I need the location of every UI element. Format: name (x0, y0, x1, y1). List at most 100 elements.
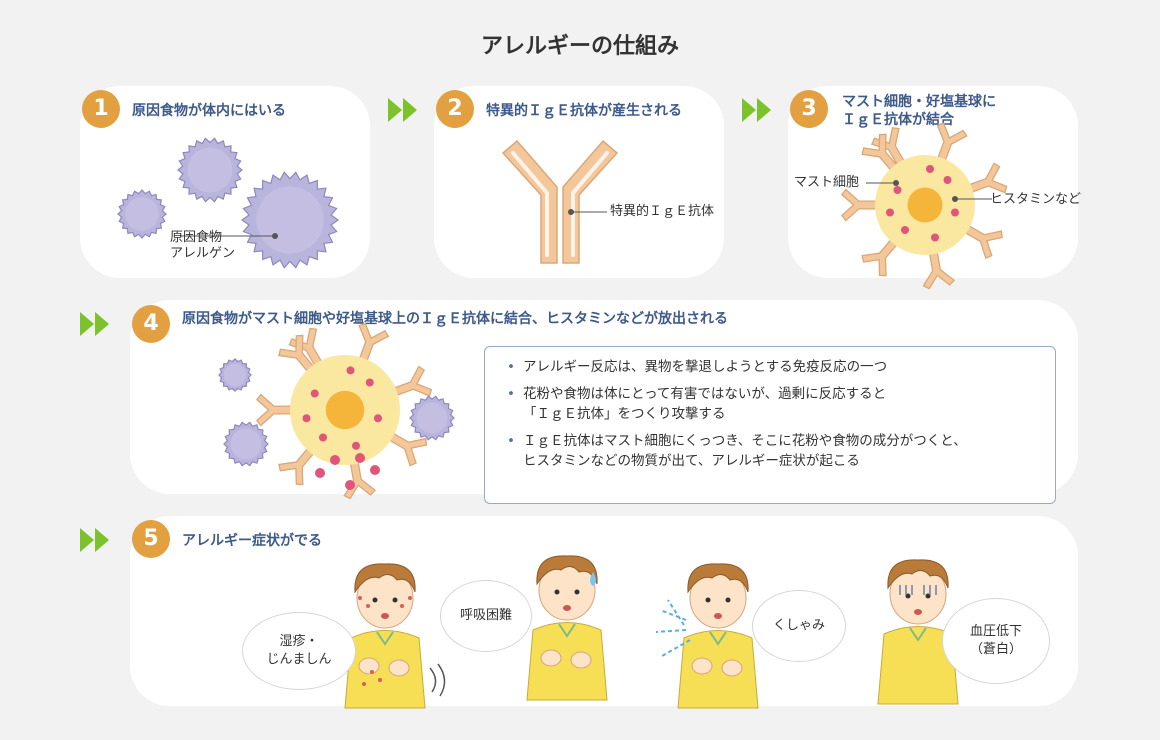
allergen-label-line1: 原因食物 (170, 230, 223, 245)
antibody-mark (256, 393, 293, 427)
histamine-dot (893, 186, 902, 194)
histamine-dot (315, 468, 325, 478)
histamine-dot (365, 378, 374, 387)
antibody-mark (841, 188, 878, 222)
histamine-dot (951, 208, 959, 217)
histamine-dot (931, 233, 939, 242)
step5-badge: 5 (132, 520, 170, 558)
antibody-mark (392, 365, 433, 397)
child-figures (344, 555, 959, 709)
symptom-label: じんましん (266, 652, 332, 667)
hair (687, 563, 749, 594)
hand (570, 651, 592, 669)
info-bullet-text: ヒスタミンなどの物質が出て、アレルギー症状が起こる (523, 453, 860, 469)
arrow-icon-2 (742, 98, 771, 122)
histamine-dot (901, 226, 909, 234)
child-figure (677, 563, 759, 709)
antibody-shape (278, 334, 315, 373)
histamine-dot (943, 176, 952, 184)
cell-nucleus (907, 187, 943, 223)
symptom-bubble-breathing: 呼吸困難 (440, 580, 532, 652)
antibody-shape (861, 133, 899, 172)
rash-dot (378, 678, 382, 682)
collar (376, 631, 394, 646)
symptom-label: 血圧低下 (969, 624, 1022, 639)
antibody-label: 特異的ＩｇＥ抗体 (610, 204, 715, 219)
histamine-label: ヒスタミンなど (990, 192, 1082, 207)
mast-cell-with-allergens (218, 322, 455, 500)
antibody-shape (278, 447, 315, 486)
eye (392, 597, 398, 603)
histamine-dot (370, 465, 380, 475)
bullet-dot: • (507, 386, 515, 402)
allergen-highlight (125, 197, 159, 231)
child-figure (344, 563, 426, 709)
step1-title: 原因食物が体内にはいる (132, 103, 286, 119)
antibody-mark (278, 447, 315, 486)
eye (725, 597, 731, 603)
antibody-mark (278, 334, 315, 373)
symptom-label: （蒼白） (969, 642, 1022, 657)
page-title: アレルギーの仕組み (480, 34, 679, 59)
histamine-pointer (952, 196, 992, 202)
histamine-dot (330, 455, 340, 465)
antibody-mark (936, 122, 968, 163)
antibody-shape (256, 393, 293, 427)
hand (721, 659, 743, 677)
hair (536, 555, 598, 586)
arrow-icon-1 (388, 98, 417, 122)
histamine-dot (886, 208, 894, 217)
mast-cell-illustration (841, 122, 1008, 290)
symptom-bubble-sneeze: くしゃみ (752, 590, 846, 662)
antibody-mark (963, 224, 1003, 259)
mouth (914, 609, 922, 615)
antibody-shape (392, 365, 433, 397)
rash-dot (400, 604, 404, 608)
info-bullet: • 花粉や食物は体にとって有害ではないが、過剰に反応すると 「ＩｇＥ抗体」をつく… (503, 384, 1041, 424)
allergen-highlight (416, 402, 448, 434)
antibody-mark (861, 238, 899, 277)
antibody-mark (388, 432, 428, 467)
info-bullet: • アレルギー反応は、異物を撃退しようとする免疫反応の一つ (503, 357, 1041, 377)
info-box: • アレルギー反応は、異物を撃退しようとする免疫反応の一つ • 花粉や食物は体に… (484, 346, 1056, 504)
mouth (381, 613, 389, 619)
step5-title: アレルギー症状がでる (182, 533, 322, 549)
antibody-mark (967, 162, 1008, 194)
sneeze-spray (661, 639, 691, 657)
motion-mark (429, 667, 437, 693)
histamine-dot (345, 480, 355, 490)
step3-title-line2: ＩｇＥ抗体が結合 (842, 112, 954, 128)
bullet-dot: • (507, 359, 515, 375)
hair (887, 559, 949, 590)
rash-dot (366, 604, 370, 608)
shirt (344, 630, 426, 709)
histamine-dot (319, 433, 327, 442)
hand (540, 649, 562, 667)
collar (558, 623, 576, 638)
mast-cell-label: マスト細胞 (794, 175, 860, 190)
sneeze-spray (667, 599, 685, 626)
symptom-label: くしゃみ (772, 618, 825, 633)
step2-badge: 2 (436, 90, 474, 128)
arrow-icon-4 (80, 528, 109, 552)
histamine-dot (302, 414, 311, 423)
antibody-mark (861, 133, 899, 172)
info-bullet-text: 花粉や食物は体にとって有害ではないが、過剰に反応すると (523, 386, 887, 402)
arrow-icon-3 (80, 312, 109, 336)
antibody-shape (963, 224, 1003, 259)
hand (691, 657, 713, 675)
histamine-dot (352, 441, 360, 450)
eye (554, 589, 560, 595)
allergen-highlight (230, 428, 262, 460)
antibody-shape (967, 162, 1008, 194)
child-figure (877, 559, 959, 705)
histamine-dot (310, 389, 319, 398)
sweat-drop-icon (590, 572, 596, 586)
allergen-label-line2: アレルゲン (170, 246, 236, 261)
sneeze-spray (659, 609, 687, 621)
mouth (563, 605, 571, 611)
symptom-label: 呼吸困難 (459, 608, 512, 623)
hand (388, 659, 410, 677)
step2-title: 特異的ＩｇＥ抗体が産生される (486, 103, 682, 119)
